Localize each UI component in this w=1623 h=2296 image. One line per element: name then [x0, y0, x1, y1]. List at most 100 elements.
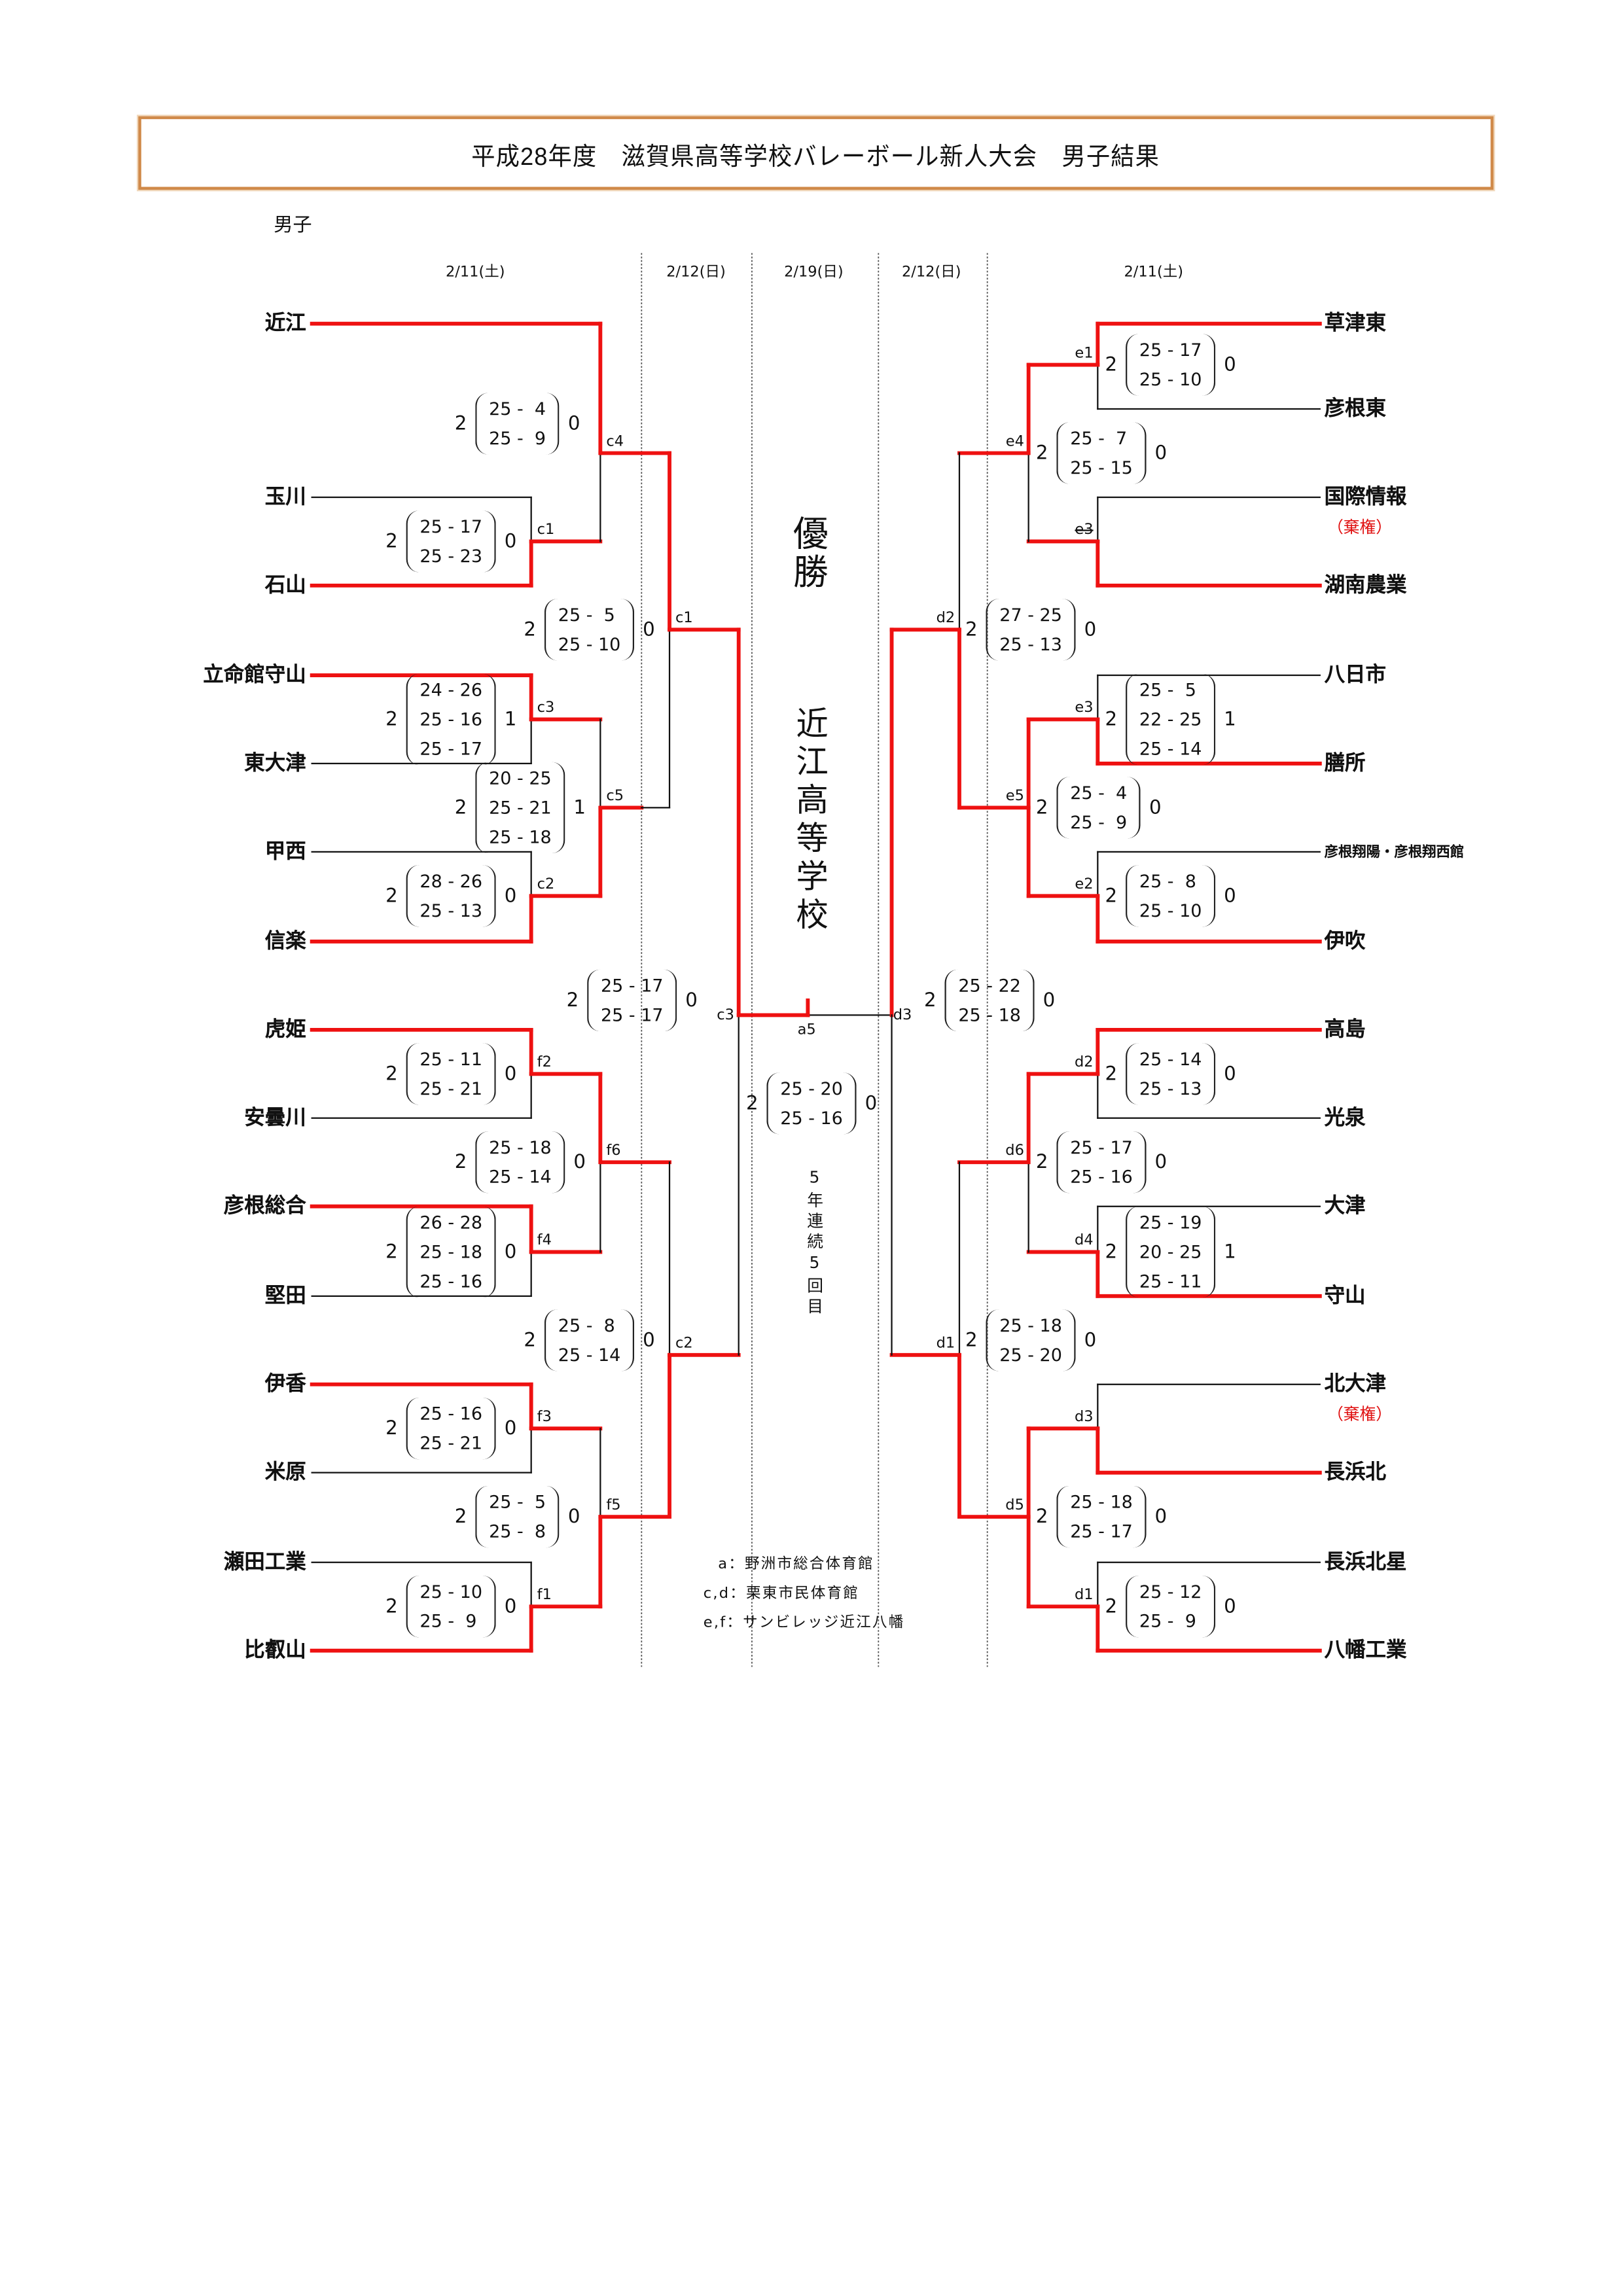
- set-score: 25 - 23: [419, 546, 482, 567]
- match-code: e1: [1075, 345, 1094, 362]
- set-score: 25 - 16: [1070, 1166, 1133, 1188]
- team-name: 米原: [264, 1460, 306, 1485]
- match-code: d6: [1005, 1143, 1024, 1159]
- loser-sets: 0: [1224, 1595, 1236, 1618]
- venue-a: a：野洲市総合体育館: [718, 1556, 874, 1573]
- loser-sets: 0: [1154, 1151, 1168, 1174]
- champion-note: 5年連続5回目: [804, 1168, 825, 1318]
- match-code: f6: [606, 1143, 621, 1159]
- set-score: 25 - 22: [958, 975, 1021, 997]
- set-score: 20 - 25: [489, 768, 552, 789]
- team-name: 石山: [264, 573, 306, 597]
- set-score: 25 - 21: [419, 1078, 482, 1099]
- loser-sets: 0: [1224, 885, 1236, 908]
- team-name: 玉川: [264, 485, 306, 509]
- set-score: 20 - 25: [1139, 1241, 1202, 1263]
- loser-sets: 0: [504, 1417, 517, 1440]
- winner-sets: 2: [1105, 1595, 1118, 1618]
- match-code: f1: [537, 1587, 552, 1604]
- loser-sets: 0: [1084, 1329, 1097, 1352]
- set-score: 25 - 8: [1139, 871, 1196, 892]
- team-name: 高島: [1324, 1017, 1366, 1042]
- loser-sets: 0: [685, 989, 698, 1012]
- set-score: 25 - 16: [419, 1271, 482, 1292]
- winner-sets: 2: [1105, 885, 1118, 908]
- set-score: 25 - 11: [419, 1049, 482, 1070]
- match-code: f3: [537, 1409, 552, 1426]
- match-code-forfeit: e3: [1075, 522, 1094, 539]
- set-score: 25 - 20: [999, 1345, 1062, 1366]
- set-scores: 25 - 16 25 - 21: [406, 1397, 496, 1460]
- match-code: d3: [893, 1008, 912, 1024]
- set-score: 25 - 21: [419, 1432, 482, 1454]
- set-score: 25 - 11: [1139, 1271, 1202, 1292]
- set-score: 25 - 18: [489, 826, 552, 848]
- set-score: 25 - 10: [1139, 900, 1202, 921]
- match-code: c2: [675, 1335, 693, 1352]
- set-score: 25 - 18: [1070, 1491, 1133, 1513]
- team-name: 長浜北星: [1324, 1550, 1407, 1574]
- team-name: 信楽: [264, 929, 306, 953]
- winner-sets: 2: [1105, 708, 1118, 731]
- loser-sets: 1: [1224, 708, 1236, 731]
- loser-sets: 0: [1224, 353, 1236, 376]
- winner-sets: 2: [385, 530, 398, 553]
- set-score: 25 - 7: [1070, 428, 1128, 449]
- winner-sets: 2: [385, 1241, 398, 1263]
- team-name: 比叡山: [244, 1638, 306, 1663]
- winner-sets: 2: [745, 1092, 758, 1115]
- loser-sets: 0: [504, 885, 517, 908]
- forfeit-status: （棄権）: [1327, 518, 1392, 537]
- set-score: 25 - 9: [1139, 1611, 1196, 1632]
- set-score: 25 - 9: [419, 1611, 477, 1632]
- loser-sets: 0: [865, 1092, 878, 1115]
- team-name: 湖南農業: [1324, 573, 1407, 597]
- team-name: 膳所: [1324, 751, 1366, 775]
- loser-sets: 0: [643, 1329, 655, 1352]
- match-code: d4: [1074, 1233, 1094, 1249]
- set-score: 25 - 16: [419, 1403, 482, 1424]
- loser-sets: 0: [643, 618, 655, 641]
- set-score: 25 - 18: [999, 1315, 1062, 1336]
- match-score: 2 25 - 18 25 - 20 0: [965, 1309, 1096, 1371]
- page-title: 平成28年度 滋賀県高等学校バレーボール新人大会 男子結果: [471, 141, 1160, 170]
- winner-sets: 2: [566, 989, 579, 1012]
- set-score: 25 - 20: [780, 1078, 843, 1099]
- set-score: 25 - 17: [1070, 1137, 1133, 1158]
- team-name: 伊香: [264, 1372, 306, 1396]
- team-name: 国際情報: [1324, 485, 1407, 509]
- match-code: c5: [606, 788, 624, 805]
- match-code: d1: [1074, 1587, 1094, 1604]
- set-score: 25 - 18: [419, 1241, 482, 1263]
- winner-sets: 2: [454, 1506, 467, 1528]
- team-name: 草津東: [1324, 311, 1387, 336]
- set-score: 25 - 5: [1139, 679, 1196, 701]
- winner-sets: 2: [454, 1151, 467, 1174]
- winner-sets: 2: [524, 618, 537, 641]
- set-score: 22 - 25: [1139, 709, 1202, 730]
- team-name: 安曇川: [244, 1106, 306, 1130]
- match-code: d2: [936, 610, 955, 627]
- match-code: a5: [797, 1022, 816, 1039]
- match-code: f2: [537, 1055, 552, 1071]
- set-score: 25 - 17: [419, 516, 482, 537]
- winner-sets: 2: [965, 1329, 978, 1352]
